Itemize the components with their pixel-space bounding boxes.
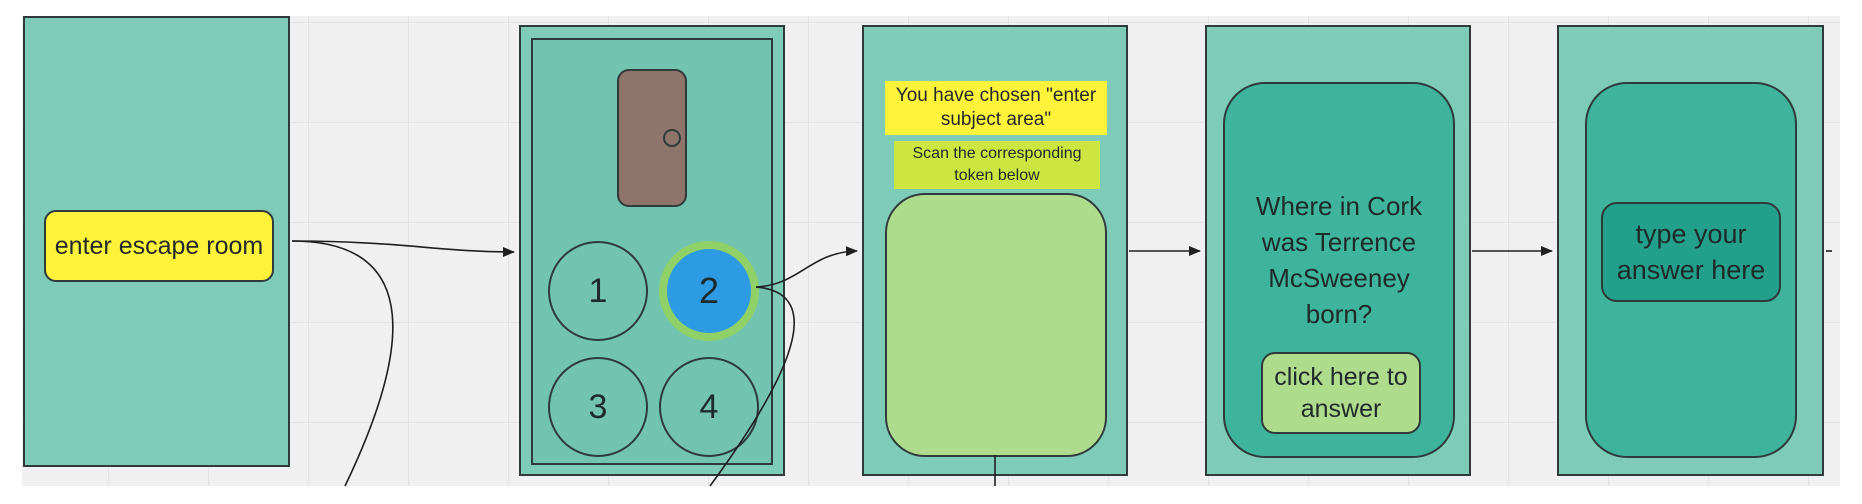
click-to-answer-button[interactable]: click here to answer bbox=[1261, 352, 1421, 434]
scan-token-note: Scan the corresponding token below bbox=[894, 141, 1100, 189]
frame-token-select: 1 2 3 4 bbox=[519, 25, 785, 476]
question-card: Where in Cork was Terrence McSweeney bor… bbox=[1223, 82, 1455, 458]
question-text: Where in Cork was Terrence McSweeney bor… bbox=[1255, 191, 1423, 329]
frame-scan-token: You have chosen "enter subject area" Sca… bbox=[862, 25, 1128, 476]
token-scan-area[interactable] bbox=[885, 193, 1107, 457]
token-1[interactable]: 1 bbox=[548, 241, 648, 341]
connector-start-to-tokens bbox=[291, 240, 515, 257]
answer-card: type your answer here bbox=[1585, 82, 1797, 458]
connector-token2-to-scan bbox=[755, 246, 858, 288]
connector-start-down bbox=[291, 240, 394, 487]
frame-answer-entry: type your answer here bbox=[1557, 25, 1824, 476]
enter-escape-room-button[interactable]: enter escape room bbox=[44, 210, 274, 282]
door-knob-icon bbox=[663, 129, 681, 147]
answer-input-field[interactable]: type your answer here bbox=[1601, 202, 1781, 302]
connector-token2-down bbox=[709, 286, 795, 487]
token-2-selected[interactable]: 2 bbox=[659, 241, 759, 341]
token-3[interactable]: 3 bbox=[548, 357, 648, 457]
door-icon[interactable] bbox=[617, 69, 687, 207]
chosen-subject-note: You have chosen "enter subject area" bbox=[885, 81, 1107, 135]
frame-question: Where in Cork was Terrence McSweeney bor… bbox=[1205, 25, 1471, 476]
frame-start: enter escape room bbox=[23, 16, 290, 467]
